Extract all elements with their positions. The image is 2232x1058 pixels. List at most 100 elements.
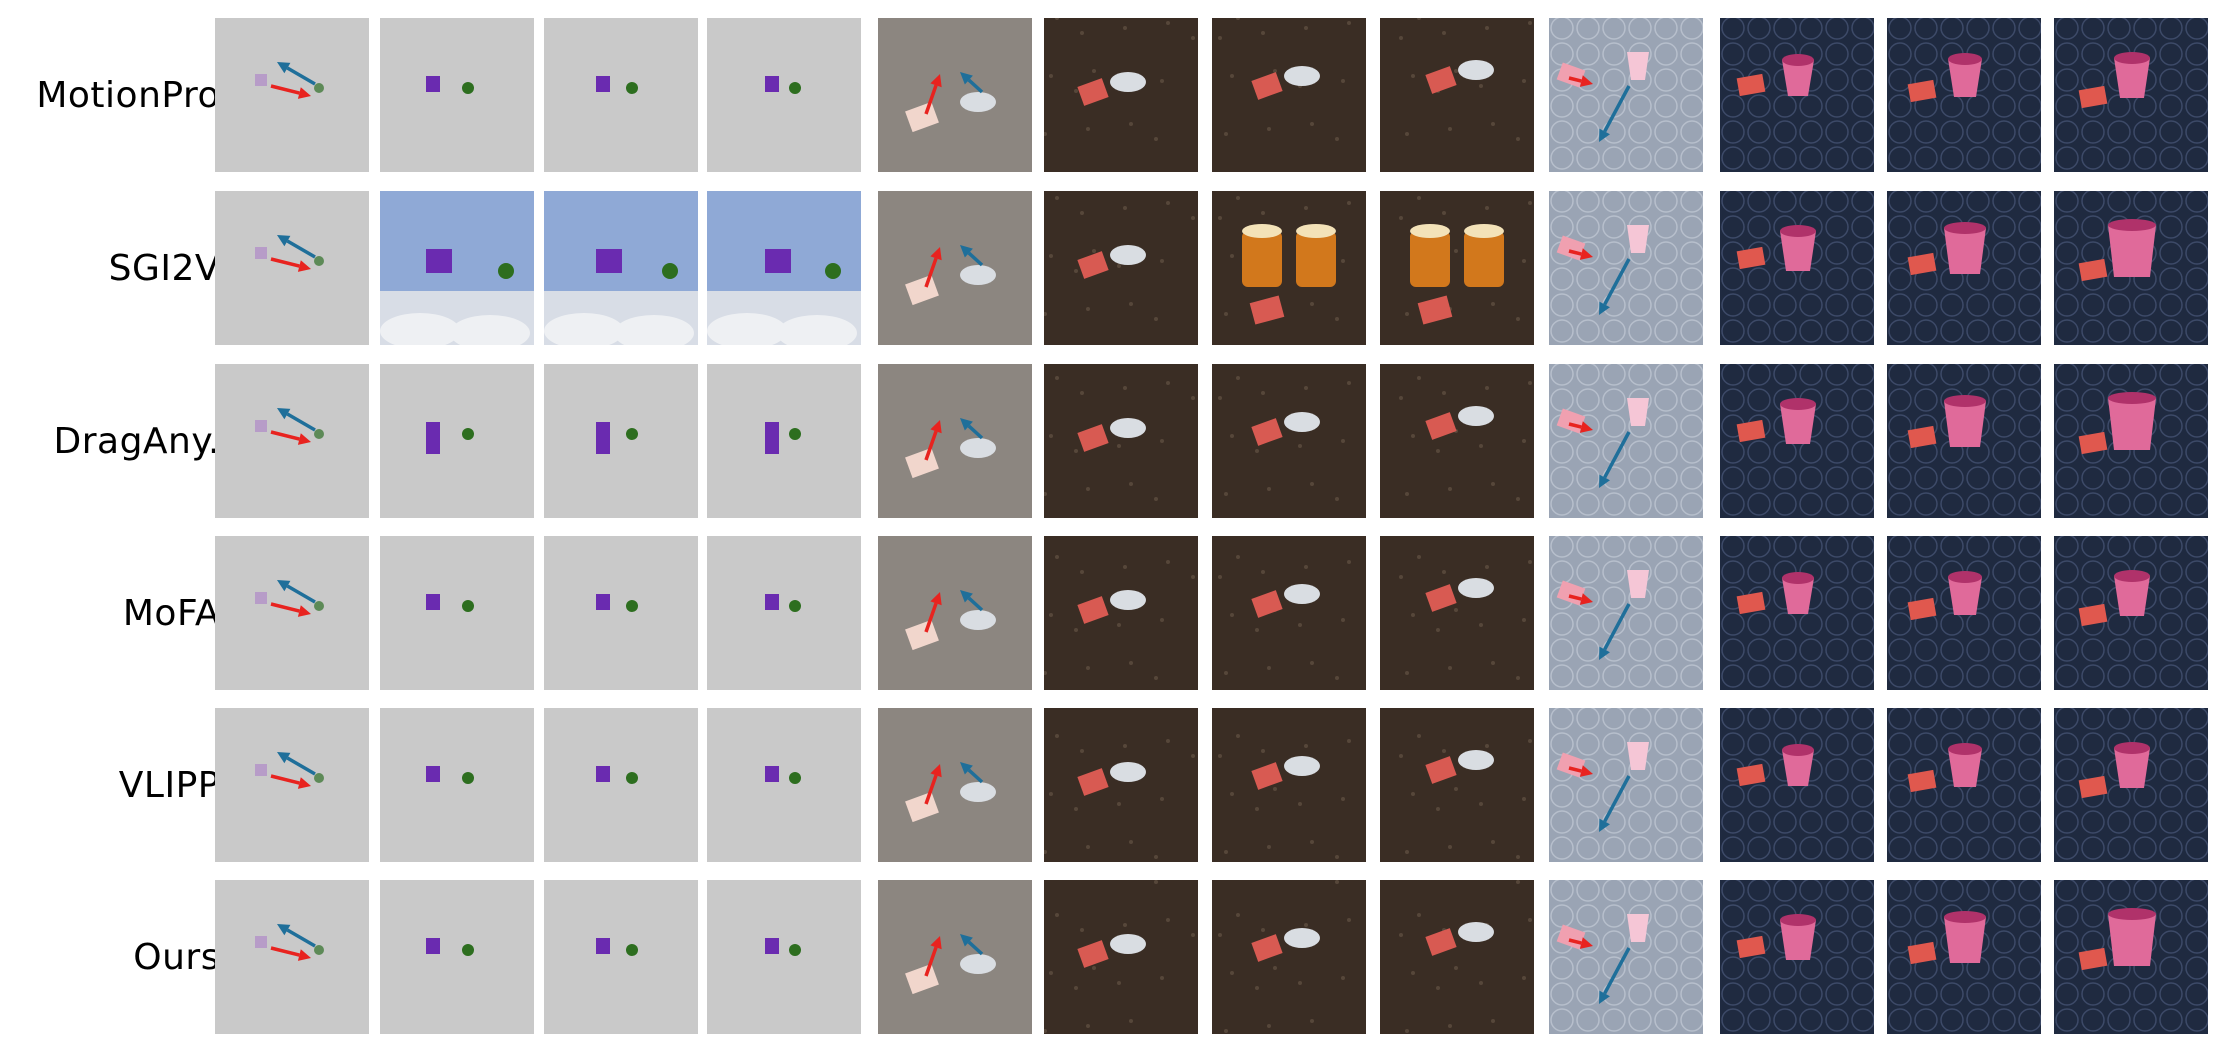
- method-label: DragAny.: [53, 420, 220, 462]
- pink-cup-and-tray-on-hex-floor-image: [2054, 18, 2208, 172]
- generated-video-frame: [2054, 708, 2208, 862]
- card-and-bowl-on-soil-image: [1212, 536, 1366, 690]
- pink-cup-and-tray-on-hex-floor-image: [1549, 880, 1703, 1034]
- pink-cup-and-tray-on-hex-floor-image: [1549, 536, 1703, 690]
- purple-cube-green-ball-image: [380, 18, 534, 172]
- generated-video-frame: [380, 364, 534, 518]
- pink-cup-and-tray-on-hex-floor-image: [2054, 364, 2208, 518]
- generated-video-frame: [707, 18, 861, 172]
- pink-cup-and-tray-on-hex-floor-image: [1887, 880, 2041, 1034]
- generated-video-frame: [1212, 18, 1366, 172]
- pink-cup-and-tray-on-hex-floor-image: [1720, 536, 1874, 690]
- generated-video-frame: [2054, 536, 2208, 690]
- generated-video-frame: [1887, 191, 2041, 345]
- pink-cup-and-tray-on-hex-floor-image: [1887, 364, 2041, 518]
- method-label: VLIPP: [118, 764, 220, 806]
- input-frame-with-drag-arrows: [878, 536, 1032, 690]
- generated-video-frame: [707, 536, 861, 690]
- generated-video-frame: [1212, 708, 1366, 862]
- pink-cup-and-tray-on-hex-floor-image: [1549, 191, 1703, 345]
- generated-video-frame: [1044, 536, 1198, 690]
- generated-video-frame: [380, 880, 534, 1034]
- card-and-bowl-on-soil-image: [1380, 191, 1534, 345]
- input-frame-with-drag-arrows: [215, 191, 369, 345]
- generated-video-frame: [1887, 880, 2041, 1034]
- card-and-bowl-on-soil-image: [1380, 364, 1534, 518]
- card-and-bowl-on-soil-image: [1380, 880, 1534, 1034]
- purple-cube-green-ball-image: [215, 191, 369, 345]
- generated-video-frame: [1380, 18, 1534, 172]
- input-frame-with-drag-arrows: [878, 191, 1032, 345]
- input-frame-with-drag-arrows: [1549, 536, 1703, 690]
- input-frame-with-drag-arrows: [878, 18, 1032, 172]
- purple-cube-green-ball-image: [544, 191, 698, 345]
- card-and-bowl-on-soil-image: [878, 880, 1032, 1034]
- generated-video-frame: [1044, 708, 1198, 862]
- purple-cube-green-ball-image: [380, 536, 534, 690]
- generated-video-frame: [1720, 191, 1874, 345]
- pink-cup-and-tray-on-hex-floor-image: [2054, 708, 2208, 862]
- generated-video-frame: [544, 880, 698, 1034]
- purple-cube-green-ball-image: [707, 191, 861, 345]
- generated-video-frame: [380, 536, 534, 690]
- generated-video-frame: [2054, 18, 2208, 172]
- pink-cup-and-tray-on-hex-floor-image: [2054, 880, 2208, 1034]
- generated-video-frame: [2054, 191, 2208, 345]
- pink-cup-and-tray-on-hex-floor-image: [1720, 364, 1874, 518]
- purple-cube-green-ball-image: [544, 880, 698, 1034]
- input-frame-with-drag-arrows: [1549, 880, 1703, 1034]
- pink-cup-and-tray-on-hex-floor-image: [1720, 191, 1874, 345]
- generated-video-frame: [1044, 880, 1198, 1034]
- purple-cube-green-ball-image: [544, 18, 698, 172]
- input-frame-with-drag-arrows: [215, 18, 369, 172]
- card-and-bowl-on-soil-image: [1212, 364, 1366, 518]
- generated-video-frame: [544, 708, 698, 862]
- purple-cube-green-ball-image: [380, 880, 534, 1034]
- input-frame-with-drag-arrows: [878, 364, 1032, 518]
- generated-video-frame: [1720, 18, 1874, 172]
- generated-video-frame: [1887, 708, 2041, 862]
- input-frame-with-drag-arrows: [215, 536, 369, 690]
- purple-cube-green-ball-image: [215, 536, 369, 690]
- generated-video-frame: [707, 880, 861, 1034]
- card-and-bowl-on-soil-image: [1380, 708, 1534, 862]
- generated-video-frame: [1720, 880, 1874, 1034]
- purple-cube-green-ball-image: [707, 708, 861, 862]
- card-and-bowl-on-soil-image: [1212, 191, 1366, 345]
- pink-cup-and-tray-on-hex-floor-image: [1549, 708, 1703, 862]
- generated-video-frame: [380, 191, 534, 345]
- pink-cup-and-tray-on-hex-floor-image: [1549, 18, 1703, 172]
- generated-video-frame: [1887, 364, 2041, 518]
- generated-video-frame: [1212, 364, 1366, 518]
- card-and-bowl-on-soil-image: [878, 18, 1032, 172]
- card-and-bowl-on-soil-image: [1380, 18, 1534, 172]
- method-label: MoFA: [122, 592, 220, 634]
- generated-video-frame: [1887, 18, 2041, 172]
- pink-cup-and-tray-on-hex-floor-image: [1720, 880, 1874, 1034]
- generated-video-frame: [1212, 536, 1366, 690]
- card-and-bowl-on-soil-image: [1044, 18, 1198, 172]
- generated-video-frame: [380, 708, 534, 862]
- generated-video-frame: [707, 708, 861, 862]
- generated-video-frame: [1044, 191, 1198, 345]
- generated-video-frame: [380, 18, 534, 172]
- card-and-bowl-on-soil-image: [1044, 880, 1198, 1034]
- method-label: SGI2V: [108, 247, 220, 289]
- input-frame-with-drag-arrows: [215, 880, 369, 1034]
- pink-cup-and-tray-on-hex-floor-image: [1549, 364, 1703, 518]
- card-and-bowl-on-soil-image: [1212, 708, 1366, 862]
- generated-video-frame: [707, 191, 861, 345]
- input-frame-with-drag-arrows: [1549, 18, 1703, 172]
- card-and-bowl-on-soil-image: [1212, 880, 1366, 1034]
- generated-video-frame: [1887, 536, 2041, 690]
- generated-video-frame: [1044, 364, 1198, 518]
- pink-cup-and-tray-on-hex-floor-image: [2054, 536, 2208, 690]
- pink-cup-and-tray-on-hex-floor-image: [1887, 18, 2041, 172]
- card-and-bowl-on-soil-image: [1044, 191, 1198, 345]
- input-frame-with-drag-arrows: [878, 880, 1032, 1034]
- generated-video-frame: [2054, 364, 2208, 518]
- generated-video-frame: [544, 18, 698, 172]
- pink-cup-and-tray-on-hex-floor-image: [1720, 708, 1874, 862]
- input-frame-with-drag-arrows: [1549, 191, 1703, 345]
